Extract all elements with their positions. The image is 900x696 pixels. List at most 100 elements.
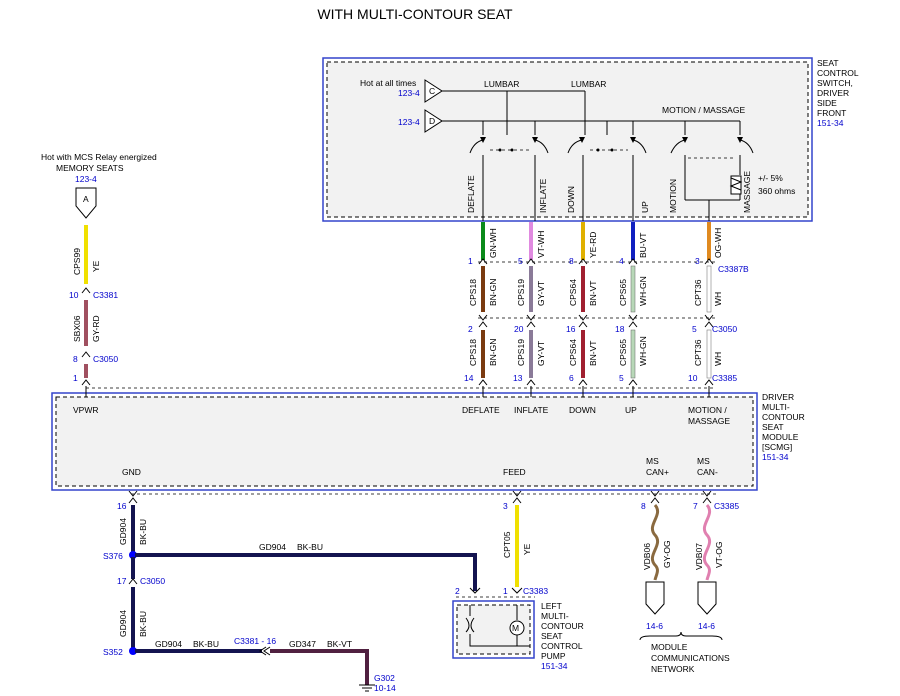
col3-low-pin: 6 xyxy=(569,373,574,383)
switch-fn-up: UP xyxy=(640,201,650,213)
col5-mid-color: WH xyxy=(713,292,723,306)
splice-s376-label: S376 xyxy=(103,551,123,561)
pump-circuit: 3 CPT05 YE 1 C3383 M LEFT MULTI- CONTOUR… xyxy=(452,501,584,671)
diagram-title: WITH MULTI-CONTOUR SEAT xyxy=(317,6,513,22)
col2-low-color: GY-VT xyxy=(536,341,546,366)
module-vpwr: VPWR xyxy=(73,405,99,415)
col1-low-circuit: CPS18 xyxy=(468,339,478,366)
gnd-horiz2-circuit: GD904 xyxy=(155,639,182,649)
col4-low-pin: 5 xyxy=(619,373,624,383)
module-feed: FEED xyxy=(503,467,526,477)
col4-low-color: WH-GN xyxy=(638,336,648,366)
can-circuit: 8 7 C3385 VDB06 GY-OG VDB07 VT-OG 14-6 1… xyxy=(639,501,739,674)
gnd-conn17: C3050 xyxy=(140,576,165,586)
switch-name-6: FRONT xyxy=(817,108,846,118)
module-name-3: CONTOUR xyxy=(762,412,805,422)
gnd-inline-conn: C3381 - 16 xyxy=(234,636,276,646)
module-name-2: MULTI- xyxy=(762,402,790,412)
memory-input-arrow-icon xyxy=(75,187,97,219)
memory-pin2: 8 xyxy=(73,354,78,364)
pump-name-1: LEFT xyxy=(541,601,562,611)
col5-low-pin: 10 xyxy=(688,373,698,383)
can-minus-circuit: VDB07 xyxy=(694,543,704,570)
module-name-5: MODULE xyxy=(762,432,799,442)
memory-hot-line2: MEMORY SEATS xyxy=(56,163,124,173)
memory-wire2-color: GY-RD xyxy=(91,315,101,342)
gnd-horiz2-color: BK-BU xyxy=(193,639,219,649)
input-c-ref: 123-4 xyxy=(398,88,420,98)
pump-name-6: PUMP xyxy=(541,651,566,661)
module-down: DOWN xyxy=(569,405,596,415)
memory-hot-line1: Hot with MCS Relay energized xyxy=(41,152,157,162)
pump-name-2: MULTI- xyxy=(541,611,569,621)
pump-conn: C3383 xyxy=(523,586,548,596)
gnd-wire2-color: BK-BU xyxy=(138,611,148,637)
module-name-1: DRIVER xyxy=(762,392,794,402)
switch-ref: 151-34 xyxy=(817,118,844,128)
can-minus-arrow-icon xyxy=(697,581,717,615)
connector-c3387b: C3387B xyxy=(718,264,749,274)
switch-name-1: SEAT xyxy=(817,58,839,68)
module-motion-2: MASSAGE xyxy=(688,416,730,426)
gnd-pin16: 16 xyxy=(117,501,127,511)
memory-wire-gyrd xyxy=(84,300,88,346)
col5-mid-circuit: CPT36 xyxy=(693,279,703,306)
col1-mid-circuit: CPS18 xyxy=(468,279,478,306)
lumbar-label-1: LUMBAR xyxy=(484,79,519,89)
g302-label: G302 xyxy=(374,673,395,683)
pump-motor-glyph: M xyxy=(512,623,519,633)
can-pin8: 8 xyxy=(641,501,646,511)
col3-mid-circuit: CPS64 xyxy=(568,279,578,306)
col1-low-color: BN-GN xyxy=(488,339,498,366)
module-name-6: [SCMG] xyxy=(762,442,792,452)
memory-letter: A xyxy=(83,194,89,204)
lumbar-label-2: LUMBAR xyxy=(571,79,606,89)
col3-mid-pin: 16 xyxy=(566,324,576,334)
input-d-ref: 123-4 xyxy=(398,117,420,127)
pump-feed-color: YE xyxy=(522,543,532,555)
pump-name-4: SEAT xyxy=(541,631,563,641)
splice-s352-label: S352 xyxy=(103,647,123,657)
col1-mid-pin: 2 xyxy=(468,324,473,334)
switch-fn-inflate: INFLATE xyxy=(538,178,548,213)
col4-mid-pin: 18 xyxy=(615,324,625,334)
memory-wire1-circuit: CPS99 xyxy=(72,248,82,275)
can-plus-color: GY-OG xyxy=(662,540,672,568)
module-ms-can-plus-1: MS xyxy=(646,456,659,466)
col4-top-pin: 4 xyxy=(619,256,624,266)
module-ms-can-minus-1: MS xyxy=(697,456,710,466)
memory-seat-feed: Hot with MCS Relay energized MEMORY SEAT… xyxy=(41,152,157,386)
switch-contacts xyxy=(469,137,754,159)
network-line-3: NETWORK xyxy=(651,664,695,674)
col2-top-pin: 5 xyxy=(518,256,523,266)
pump-ref: 151-34 xyxy=(541,661,568,671)
seat-control-switch: SEAT CONTROL SWITCH, DRIVER SIDE FRONT 1… xyxy=(322,57,859,222)
input-c-arrow-icon xyxy=(424,79,443,103)
wire-columns: 1 GN-WH CPS18 BN-GN 2 CPS18 BN-GN 14 5 V… xyxy=(86,222,749,389)
motion-massage-label: MOTION / MASSAGE xyxy=(662,105,745,115)
ground-symbol-icon xyxy=(359,684,375,692)
col3-low-circuit: CPS64 xyxy=(568,339,578,366)
col2-low-circuit: CPS19 xyxy=(516,339,526,366)
pump-name-3: CONTOUR xyxy=(541,621,584,631)
tolerance-label: +/- 5% xyxy=(758,173,783,183)
module-name-4: SEAT xyxy=(762,422,784,432)
switch-name-3: SWITCH, xyxy=(817,78,853,88)
pump-pin1: 1 xyxy=(503,586,508,596)
switch-name-4: DRIVER xyxy=(817,88,849,98)
memory-wire2-circuit: SBX06 xyxy=(72,315,82,342)
col1-top-color: GN-WH xyxy=(488,228,498,258)
col5-low-color: WH xyxy=(713,352,723,366)
switch-fn-motion: MOTION xyxy=(668,179,678,213)
hot-at-all-times: Hot at all times xyxy=(360,78,416,88)
col1-mid-color: BN-GN xyxy=(488,279,498,306)
col5-low-circuit: CPT36 xyxy=(693,339,703,366)
col1-top-pin: 1 xyxy=(468,256,473,266)
input-d-letter: D xyxy=(429,116,435,126)
col2-mid-pin: 20 xyxy=(514,324,524,334)
module-deflate: DEFLATE xyxy=(462,405,500,415)
gnd-pin17: 17 xyxy=(117,576,127,586)
can-minus-color: VT-OG xyxy=(714,542,724,568)
seat-module: DRIVER MULTI- CONTOUR SEAT MODULE [SCMG]… xyxy=(51,392,805,491)
switch-fn-down: DOWN xyxy=(566,186,576,213)
